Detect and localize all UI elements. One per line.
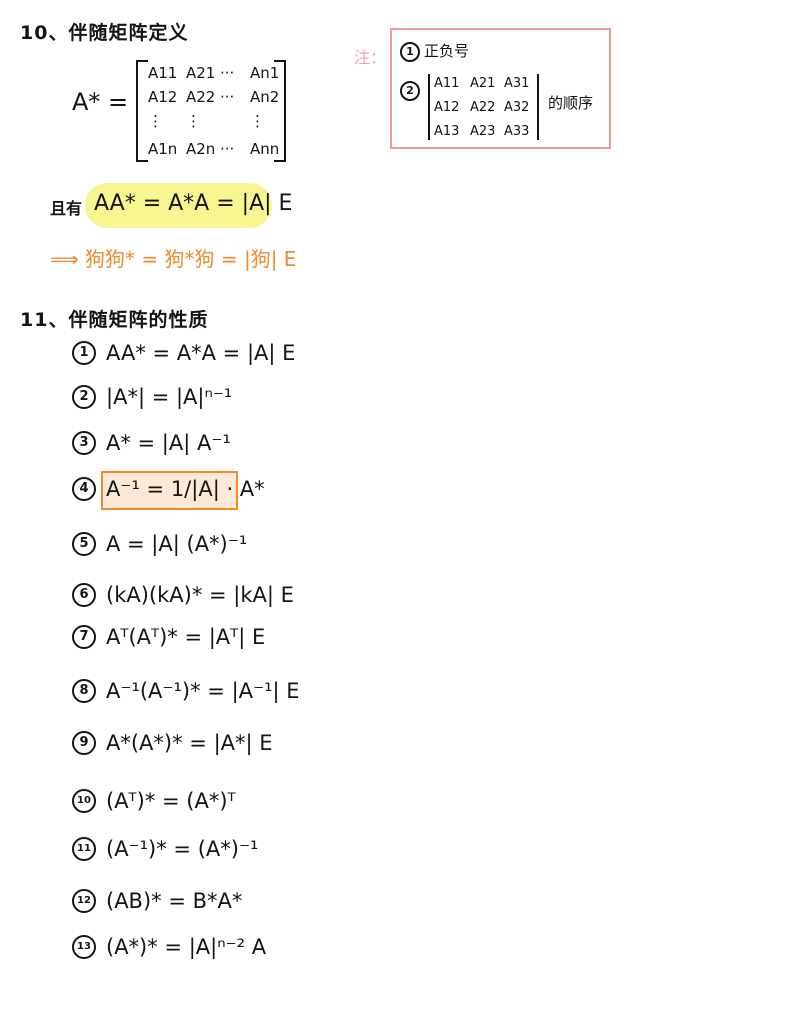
det-cell: A23 — [470, 124, 496, 139]
property-13: 13 (A*)* = |A|ⁿ⁻² A — [72, 934, 266, 959]
property-formula: (A*)* = |A|ⁿ⁻² A — [106, 935, 267, 959]
property-formula: (AB)* = B*A* — [106, 889, 243, 913]
property-9: 9 A*(A*)* = |A*| E — [72, 730, 273, 755]
property-formula: A⁻¹(A⁻¹)* = |A⁻¹| E — [106, 679, 300, 703]
property-4-orange-box — [101, 471, 238, 510]
matrix-cell: ⋮ — [148, 112, 163, 130]
property-formula: A* = |A| A⁻¹ — [106, 431, 231, 455]
matrix-cell: Ann — [250, 140, 280, 158]
property-11: 11 (A⁻¹)* = (A*)⁻¹ — [72, 836, 258, 861]
matrix-cell: An2 — [250, 88, 280, 106]
property-formula: (kA)(kA)* = |kA| E — [106, 583, 294, 607]
matrix-cell: A22 — [186, 88, 216, 106]
property-number: 11 — [72, 837, 96, 861]
property-5: 5 A = |A| (A*)⁻¹ — [72, 531, 247, 556]
property-formula: Aᵀ(Aᵀ)* = |Aᵀ| E — [106, 625, 266, 649]
property-number: 2 — [72, 385, 96, 409]
yellow-highlight — [85, 183, 272, 228]
det-cell: A31 — [504, 76, 530, 91]
note-item-2-marker: 2 — [400, 80, 430, 101]
and-has-label: 且有 — [50, 199, 83, 218]
matrix-label: A* = — [72, 88, 129, 116]
det-cell: A11 — [434, 76, 460, 91]
property-12: 12 (AB)* = B*A* — [72, 888, 242, 913]
matrix-cell: A2n — [186, 140, 216, 158]
property-formula: |A*| = |A|ⁿ⁻¹ — [106, 385, 233, 409]
property-number: 4 — [72, 477, 96, 501]
property-number: 13 — [72, 935, 96, 959]
section-10-title: 10、伴随矩阵定义 — [20, 22, 189, 44]
property-formula: A⁻¹ = 1/|A| · A* — [106, 477, 265, 501]
property-8: 8 A⁻¹(A⁻¹)* = |A⁻¹| E — [72, 678, 300, 703]
property-number: 1 — [72, 341, 96, 365]
det-left-bar — [428, 74, 430, 140]
property-number: 7 — [72, 625, 96, 649]
det-cell: A21 — [470, 76, 496, 91]
property-formula: (A⁻¹)* = (A*)⁻¹ — [106, 837, 259, 861]
matrix-cell: ⋮ — [186, 112, 201, 130]
note-item-2-suffix: 的顺序 — [548, 94, 594, 112]
highlight-formula: AA* = A*A = |A| E — [94, 191, 293, 216]
det-cell: A32 — [504, 100, 530, 115]
matrix-cell: A21 — [186, 64, 216, 82]
note-label: 注： — [354, 48, 387, 67]
property-formula: A = |A| (A*)⁻¹ — [106, 532, 248, 556]
matrix-right-bracket — [274, 60, 286, 162]
matrix-cell: An1 — [250, 64, 280, 82]
property-number: 3 — [72, 431, 96, 455]
note-number-1: 1 — [400, 41, 420, 62]
property-7: 7 Aᵀ(Aᵀ)* = |Aᵀ| E — [72, 624, 265, 649]
note-number-2: 2 — [400, 80, 420, 101]
property-number: 8 — [72, 679, 96, 703]
note-item-1-text: 正负号 — [424, 42, 470, 60]
matrix-cell: ··· — [220, 64, 235, 82]
dog-formula: ⟹ 狗狗* = 狗*狗 = |狗| E — [50, 247, 297, 271]
section-11-title: 11、伴随矩阵的性质 — [20, 309, 209, 331]
matrix-cell: A11 — [148, 64, 178, 82]
property-number: 10 — [72, 789, 96, 813]
det-right-bar — [537, 74, 539, 140]
property-4: 4 A⁻¹ = 1/|A| · A* — [72, 476, 265, 501]
matrix-cell: ··· — [220, 88, 235, 106]
property-3: 3 A* = |A| A⁻¹ — [72, 430, 231, 455]
property-number: 6 — [72, 583, 96, 607]
matrix-cell: ··· — [220, 140, 235, 158]
det-cell: A13 — [434, 124, 460, 139]
det-cell: A22 — [470, 100, 496, 115]
matrix-cell: A1n — [148, 140, 178, 158]
matrix-cell: A12 — [148, 88, 178, 106]
property-number: 5 — [72, 532, 96, 556]
property-1: 1 AA* = A*A = |A| E — [72, 340, 295, 365]
property-number: 9 — [72, 731, 96, 755]
det-cell: A12 — [434, 100, 460, 115]
property-formula: AA* = A*A = |A| E — [106, 341, 296, 365]
property-formula: (Aᵀ)* = (A*)ᵀ — [106, 789, 236, 813]
det-cell: A33 — [504, 124, 530, 139]
matrix-left-bracket — [136, 60, 148, 162]
property-number: 12 — [72, 889, 96, 913]
property-2: 2 |A*| = |A|ⁿ⁻¹ — [72, 384, 232, 409]
matrix-cell: ⋮ — [250, 112, 265, 130]
property-10: 10 (Aᵀ)* = (A*)ᵀ — [72, 788, 236, 813]
property-formula: A*(A*)* = |A*| E — [106, 731, 273, 755]
property-6: 6 (kA)(kA)* = |kA| E — [72, 582, 294, 607]
